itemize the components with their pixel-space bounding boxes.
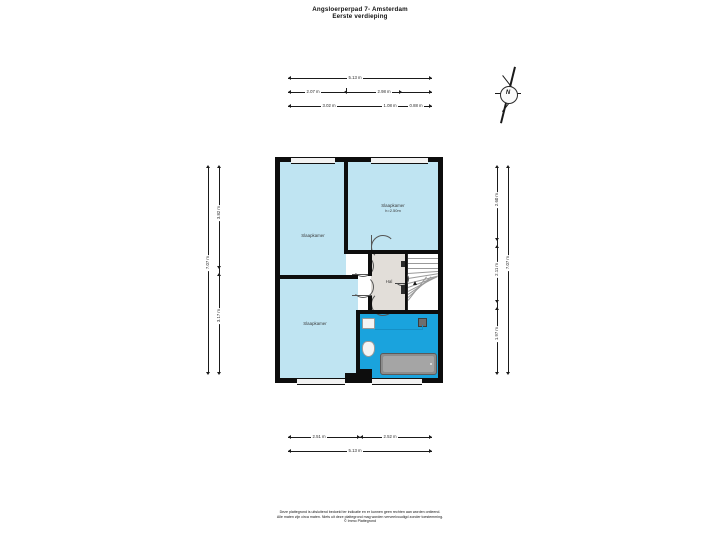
room-label-height: h=2.50m — [385, 208, 401, 214]
compass-rose: N — [483, 66, 533, 124]
room-label-text: Slaapkamer — [301, 233, 325, 238]
dimension-label: 0.88 m — [408, 103, 425, 109]
radiator-hall-lower — [401, 285, 405, 294]
floorplan-drawing: Slaapkamer Slaapkamer h=2.50m Slaapkamer… — [275, 157, 443, 385]
dimension-label: 1.08 m — [382, 103, 399, 109]
property-address: Angsloerperpad 7- Amsterdam — [312, 6, 408, 13]
dimension-label: 7.07 m — [505, 255, 511, 272]
room-bedroom-top-left — [280, 162, 346, 275]
wall-stair-divider — [404, 254, 407, 312]
dimension-label: 3.17 m — [216, 308, 222, 325]
room-label-bedroom-top-right: Slaapkamer h=2.50m — [363, 203, 423, 214]
bathtub — [380, 353, 437, 375]
room-label-bedroom-top-left: Slaapkamer — [283, 233, 343, 238]
wall-exterior-top — [275, 157, 443, 162]
dimension-label: 1.97 m — [494, 326, 500, 343]
compass-point-left — [495, 93, 504, 95]
dimension-label: 5.13 m — [347, 448, 364, 454]
wall-top-right-bedroom-bottom — [344, 250, 379, 254]
dimension-label: 2.07 m — [305, 89, 322, 95]
wall-between-left-bedrooms — [280, 275, 358, 279]
dimension-label: 7.07 m — [205, 255, 211, 272]
wall-hall-left-lower — [368, 296, 372, 314]
window-top-right-bedroom — [371, 157, 428, 164]
wall-stub-bottom-left — [345, 373, 356, 383]
wall-exterior-left — [275, 157, 280, 383]
window-top-left-bedroom — [291, 157, 335, 164]
room-label-hall: Hal — [374, 279, 404, 284]
room-label-text: Slaapkamer — [303, 321, 327, 326]
radiator-hall-upper — [401, 261, 405, 267]
staircase-direction-arrow — [413, 281, 417, 285]
footer-disclaimer: Deze plattegrond is uitsluitend bedoeld … — [0, 510, 720, 524]
wall-hall-left-upper — [368, 250, 372, 276]
wall-hall-top — [371, 250, 438, 254]
floor-name: Eerste verdieping — [332, 13, 388, 20]
footer-line-1: Deze plattegrond is uitsluitend bedoeld … — [279, 510, 441, 514]
room-label-text: Slaapkamer — [381, 203, 405, 208]
room-label-text: Hal — [385, 279, 393, 284]
footer-line-2: Alle maten zijn circa maten. Niets uit d… — [276, 514, 444, 519]
bathroom-plumbing-riser — [422, 325, 423, 330]
wall-between-top-bedrooms — [344, 162, 348, 254]
window-bathroom — [372, 378, 422, 385]
dimension-label: 2.60 m — [494, 192, 500, 209]
compass-north-label: N — [505, 90, 511, 96]
dimension-label: 2.52 m — [382, 434, 399, 440]
room-bedroom-bottom-left — [280, 279, 358, 378]
dimension-label: 2.11 m — [494, 262, 500, 278]
wall-exterior-bottom — [275, 378, 443, 383]
compass-dial — [500, 86, 518, 104]
room-label-bedroom-bottom-left: Slaapkamer — [285, 321, 345, 326]
dimension-label: 2.51 m — [311, 434, 328, 440]
wall-stub-bathroom-left — [360, 369, 372, 378]
dimension-label: 5.13 m — [347, 75, 364, 81]
wall-bathroom-left — [356, 312, 360, 378]
page-title: Angsloerperpad 7- Amsterdam Eerste verdi… — [0, 6, 720, 20]
wall-exterior-right — [438, 157, 443, 383]
room-bedroom-top-right — [348, 162, 438, 254]
window-bottom-left-bedroom — [297, 378, 345, 385]
dimension-label: 2.98 m — [376, 89, 393, 95]
dimension-label: 3.02 m — [321, 103, 338, 109]
footer-line-3: © Immo Plattegrond — [343, 519, 376, 524]
toilet — [362, 341, 375, 357]
wall-bathroom-top — [356, 310, 438, 314]
bathroom-plumbing-line — [375, 329, 423, 330]
dimension-label: 3.82 m — [216, 205, 222, 222]
washbasin — [362, 318, 375, 329]
